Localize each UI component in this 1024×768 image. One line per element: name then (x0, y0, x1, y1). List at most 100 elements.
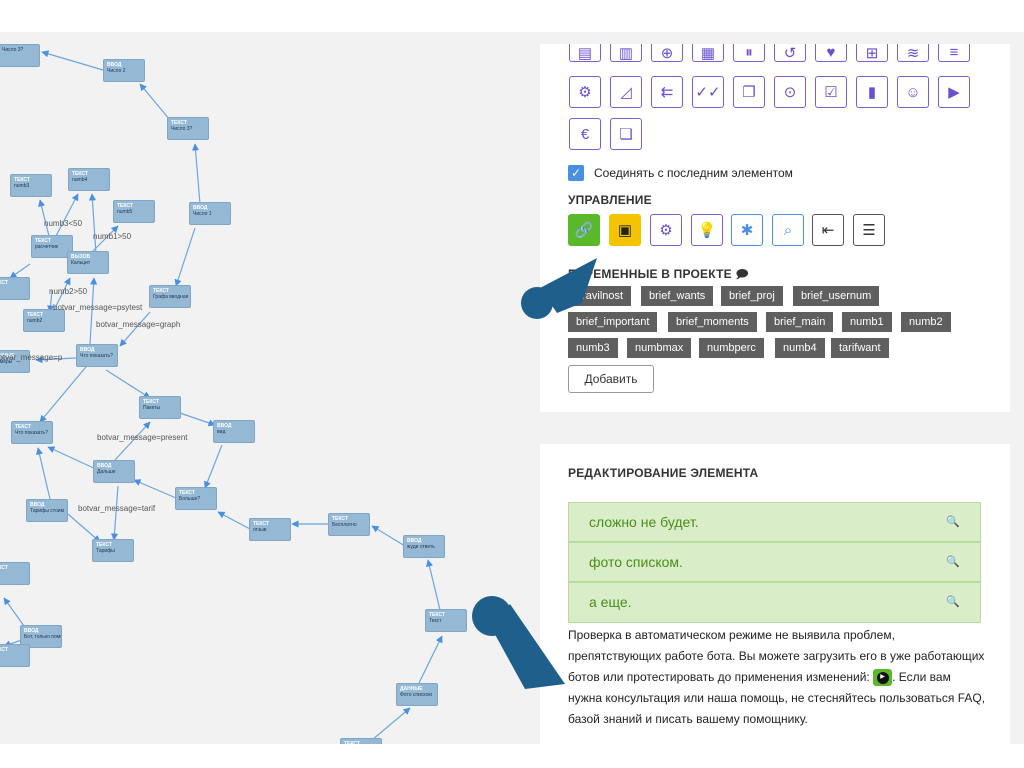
database-element-button[interactable]: ≡ (938, 44, 970, 62)
variable-tag[interactable]: brief_wants (641, 286, 714, 306)
target-element-button[interactable]: ⊕ (651, 44, 683, 62)
euro-icon: € (580, 125, 590, 143)
copy-element-button[interactable]: ❐ (733, 76, 765, 108)
flow-node-type: ТЕКСТ (27, 312, 43, 318)
flow-node-label: Тарифы (96, 548, 115, 554)
align-left-button[interactable]: ⇤ (812, 214, 844, 246)
play-element-button[interactable]: ▶ (938, 76, 970, 108)
reply-all-element-button[interactable]: ⇇ (651, 76, 683, 108)
flow-node-type: ТЕКСТ (143, 399, 159, 405)
flow-node-label: Число 3? (2, 47, 24, 53)
bookmark-page-element-button[interactable]: ▮ (856, 76, 888, 108)
chart-bar-icon: ▥ (618, 44, 634, 62)
variable-tag[interactable]: brief_moments (668, 312, 757, 332)
link-button[interactable]: 🔗 (568, 214, 600, 246)
grid-icon: ▦ (700, 44, 716, 62)
chat-element-button[interactable]: ▤ (569, 44, 601, 62)
variable-tag[interactable]: numbmax (627, 338, 692, 358)
branch-element-button[interactable]: ⊞ (856, 44, 888, 62)
variable-tag[interactable]: brief_important (568, 312, 658, 332)
users-element-button[interactable]: ☺ (897, 76, 929, 108)
flow-node[interactable]: ТЕКСТ (0, 644, 30, 667)
chart-bar-element-button[interactable]: ▥ (610, 44, 642, 62)
test-bot-button[interactable]: ▶ (873, 669, 893, 687)
variable-tag[interactable]: brief_proj (721, 286, 783, 306)
gear-element-button[interactable]: ⚙ (569, 76, 601, 108)
double-check-icon: ✓✓ (695, 84, 721, 101)
heart-element-button[interactable]: ♥ (815, 44, 847, 62)
flow-node-label: расчетчик (35, 244, 59, 250)
flow-node[interactable]: Число 3? (0, 44, 40, 67)
duplicate-icon: ❏ (619, 126, 633, 143)
search-icon[interactable]: 🔍 (946, 516, 960, 528)
euro-element-button[interactable]: € (569, 118, 601, 150)
clipboard-check-element-button[interactable]: ☑ (815, 76, 847, 108)
asterisk-button[interactable]: ✱ (731, 214, 763, 246)
search-button[interactable]: ⌕ (772, 214, 804, 246)
branch-icon: ⊞ (865, 44, 879, 62)
add-variable-button[interactable]: Добавить (568, 365, 654, 393)
bookmark-button[interactable]: ▣ (609, 214, 641, 246)
search-icon[interactable]: 🔍 (946, 556, 960, 568)
variable-tag[interactable]: tarifwant (831, 338, 889, 358)
variable-tag[interactable]: brief_main (766, 312, 834, 332)
layers-icon: ≋ (906, 44, 920, 62)
answer-row-3[interactable]: а еще.🔍 (568, 582, 981, 623)
menu-button[interactable]: ☰ (853, 214, 885, 246)
answer-row-2[interactable]: фото списком.🔍 (568, 542, 981, 582)
double-check-element-button[interactable]: ✓✓ (692, 76, 724, 108)
connect-last-checkbox[interactable]: ✓ (568, 165, 584, 181)
line-chart-element-button[interactable]: ◿ (610, 76, 642, 108)
history-element-button[interactable]: ↺ (774, 44, 806, 62)
check-circle-element-button[interactable]: ⊙ (774, 76, 806, 108)
variable-tag[interactable]: numbperc (699, 338, 764, 358)
flow-node-label: жуди ответь (407, 544, 435, 550)
flow-node-type: ТЕКСТ (117, 203, 133, 209)
variable-tag[interactable]: numb2 (901, 312, 951, 332)
settings-button[interactable]: ⚙ (650, 214, 682, 246)
flow-node-label: Больше? (179, 496, 201, 502)
variable-tag[interactable]: brief_usernum (793, 286, 880, 306)
layers-element-button[interactable]: ≋ (897, 44, 929, 62)
variable-tag[interactable]: numb3 (568, 338, 618, 358)
answer-row-1[interactable]: сложно не будет.🔍 (568, 502, 981, 542)
grid-element-button[interactable]: ▦ (692, 44, 724, 62)
flow-node[interactable]: ТЕКСТ (0, 562, 30, 585)
flow-node-label: Число 3? (171, 126, 193, 132)
flow-node[interactable]: ТЕКСТ (340, 738, 382, 744)
variable-tag[interactable]: numb1 (842, 312, 892, 332)
flow-node[interactable]: ДАННЫЕразмеры (0, 350, 30, 373)
hint-button[interactable]: 💡 (691, 214, 723, 246)
pause-element-button[interactable]: ⏸ (733, 44, 765, 62)
duplicate-element-button[interactable]: ❏ (610, 118, 642, 150)
flow-node[interactable]: ТЕКСТ (0, 277, 30, 300)
variable-tag[interactable]: numb4 (775, 338, 825, 358)
variables-heading: ПЕРЕМЕННЫЕ В ПРОЕКТЕ 🗩 (568, 267, 749, 281)
search-icon[interactable]: 🔍 (946, 596, 960, 608)
